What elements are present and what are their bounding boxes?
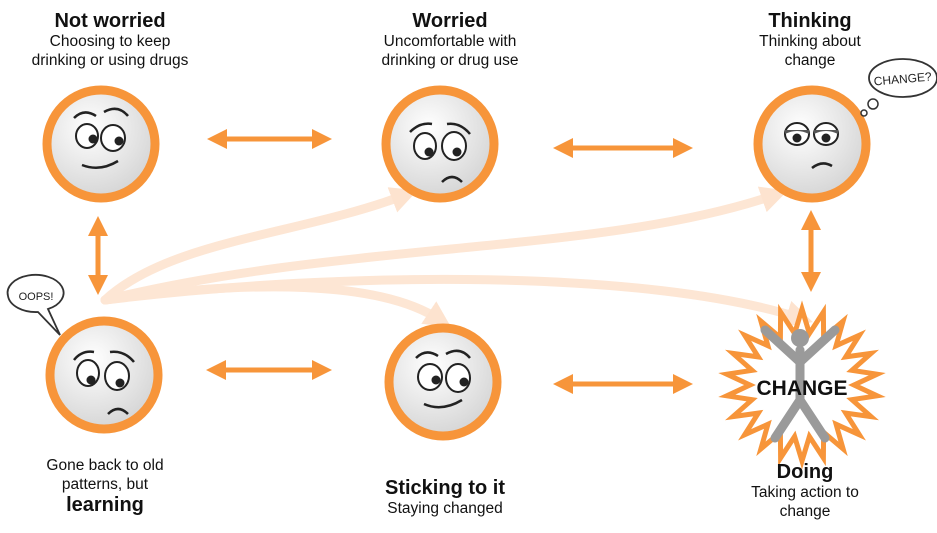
stage-not-worried: Not worried Choosing to keep drinking or…	[10, 10, 210, 70]
relapse-arrow-to-thinking	[100, 186, 788, 305]
thought-bubble-icon: CHANGE?	[860, 58, 937, 117]
stage-title: Sticking to it	[385, 477, 505, 499]
stage-title: Thinking	[768, 10, 852, 32]
transition-arrows	[88, 129, 821, 394]
relapse-arrows	[100, 186, 813, 328]
face-not-worried-icon	[42, 85, 160, 203]
face-sticking-icon	[384, 323, 502, 441]
stage-desc-line: Thinking about	[759, 33, 861, 50]
stage-doing: Doing Taking action to change	[715, 461, 895, 521]
stage-title: learning	[66, 494, 144, 516]
stage-worried: Worried Uncomfortable with drinking or d…	[350, 10, 550, 70]
stage-desc-line: Choosing to keep	[49, 33, 171, 50]
stage-title: Worried	[412, 10, 488, 32]
speech-bubble-text: OOPS!	[19, 291, 54, 303]
stage-desc-line: patterns, but	[61, 476, 149, 493]
figure-icon	[760, 325, 840, 443]
stage-desc-line: Gone back to old	[46, 457, 164, 474]
stage-desc-line: drinking or using drugs	[31, 52, 189, 69]
stage-desc-line: drinking or drug use	[381, 52, 519, 69]
stage-desc-line: Taking action to	[751, 484, 859, 501]
face-thinking-icon	[753, 85, 871, 203]
change-starburst-icon: CHANGE	[718, 300, 886, 470]
stage-sticking: Sticking to it Staying changed	[345, 477, 545, 518]
figure-head-icon	[791, 329, 809, 347]
stage-title: Not worried	[54, 10, 166, 32]
stage-desc-line: change	[779, 503, 831, 520]
stage-desc-line: change	[784, 52, 836, 69]
stage-title: Doing	[776, 461, 834, 483]
face-worried-icon	[381, 85, 499, 203]
burst-text: CHANGE	[756, 377, 847, 400]
stage-thinking: Thinking Thinking about change	[720, 10, 900, 70]
relapse-arrow-to-worried	[100, 187, 418, 305]
stage-desc-line: Uncomfortable with	[383, 33, 517, 50]
face-learning-icon	[45, 316, 163, 434]
speech-bubble-icon: OOPS!	[6, 274, 65, 336]
relapse-arrow-to-doing	[100, 274, 813, 327]
stage-desc-line: Staying changed	[387, 500, 503, 517]
thought-bubble-text: CHANGE?	[873, 69, 932, 88]
stage-learning: Gone back to old patterns, but learning	[10, 456, 200, 517]
